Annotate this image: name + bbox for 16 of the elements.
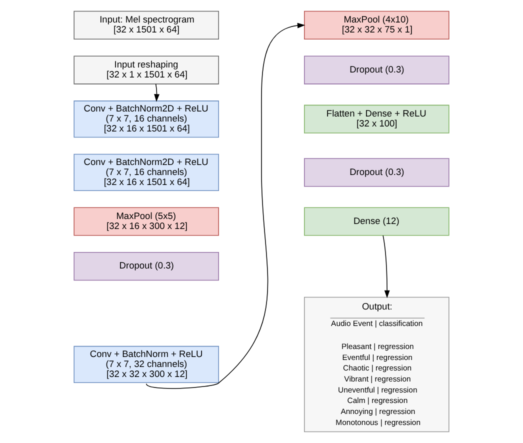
node-box: Dropout (0.3)	[304, 56, 450, 84]
arrow	[154, 84, 160, 102]
arrow	[146, 22, 306, 389]
node-box: Dense (12)	[304, 207, 450, 236]
node-box: Conv + BatchNorm2D + ReLU (7 x 7, 16 channels) [32 x 16 x 1501 x 64]	[74, 154, 219, 191]
node-box: MaxPool (5x5) [32 x 16 x 300 x 12]	[74, 207, 219, 236]
node-box: Conv + BatchNorm + ReLU (7 x 7, 32 channels) [32 x 32 x 300 x 12]	[74, 346, 219, 384]
node-box: MaxPool (4x10) [32 x 32 x 75 x 1]	[304, 10, 450, 40]
node-box: Flatten + Dense + ReLU [32 x 100]	[304, 104, 450, 134]
node-box: Output: Audio Event | classification Pleasant | regression Eventful | regression Chaotic | regression Vibrant | regression Uneventful | regression Calm | regression Annoying | regression Monotonous | regression	[304, 296, 450, 432]
arrow	[382, 235, 390, 298]
node-box: Dropout (0.3)	[304, 158, 450, 187]
node-box: Input reshaping [32 x 1 x 1501 x 64]	[74, 56, 219, 84]
node-box: Dropout (0.3)	[74, 252, 219, 281]
node-box: Conv + BatchNorm2D + ReLU (7 x 7, 16 channels) [32 x 16 x 1501 x 64]	[74, 100, 219, 138]
node-box: Input: Mel spectrogram [32 x 1501 x 64]	[74, 10, 219, 40]
